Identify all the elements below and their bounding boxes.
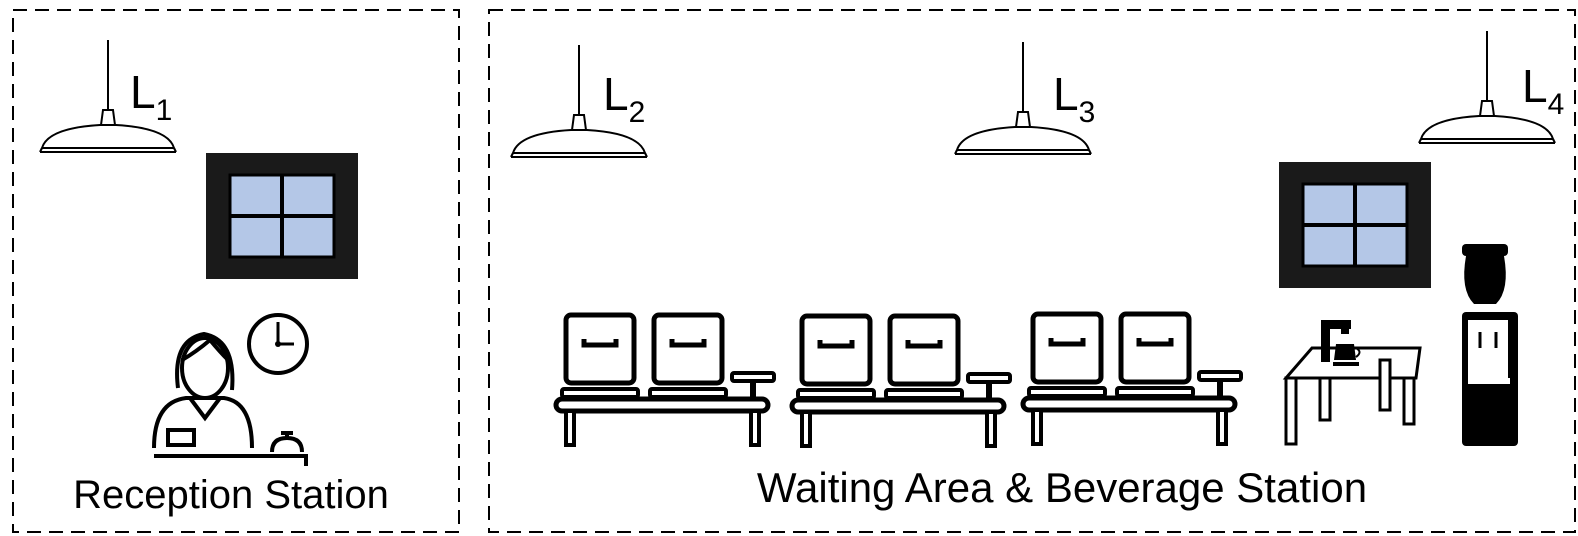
waiting-bench-icon xyxy=(556,315,774,445)
water-dispenser-icon xyxy=(1462,244,1518,446)
coffee-maker-icon xyxy=(1321,320,1360,366)
waiting-bench-icon xyxy=(792,316,1010,446)
light-label-3: L3 xyxy=(1053,68,1095,129)
window-icon xyxy=(206,153,358,279)
receptionist-icon xyxy=(154,334,252,448)
light-label-4: L4 xyxy=(1522,60,1564,121)
light-label-2: L2 xyxy=(603,68,645,129)
service-bell-icon xyxy=(272,433,302,452)
reception-zone-label: Reception Station xyxy=(73,473,389,517)
light-label-1: L1 xyxy=(130,66,172,127)
waiting-zone-label: Waiting Area & Beverage Station xyxy=(757,464,1367,511)
waiting-bench-icon xyxy=(1023,314,1241,444)
reception-desk xyxy=(154,454,308,466)
clock-icon xyxy=(249,315,307,373)
window-icon xyxy=(1279,162,1431,288)
